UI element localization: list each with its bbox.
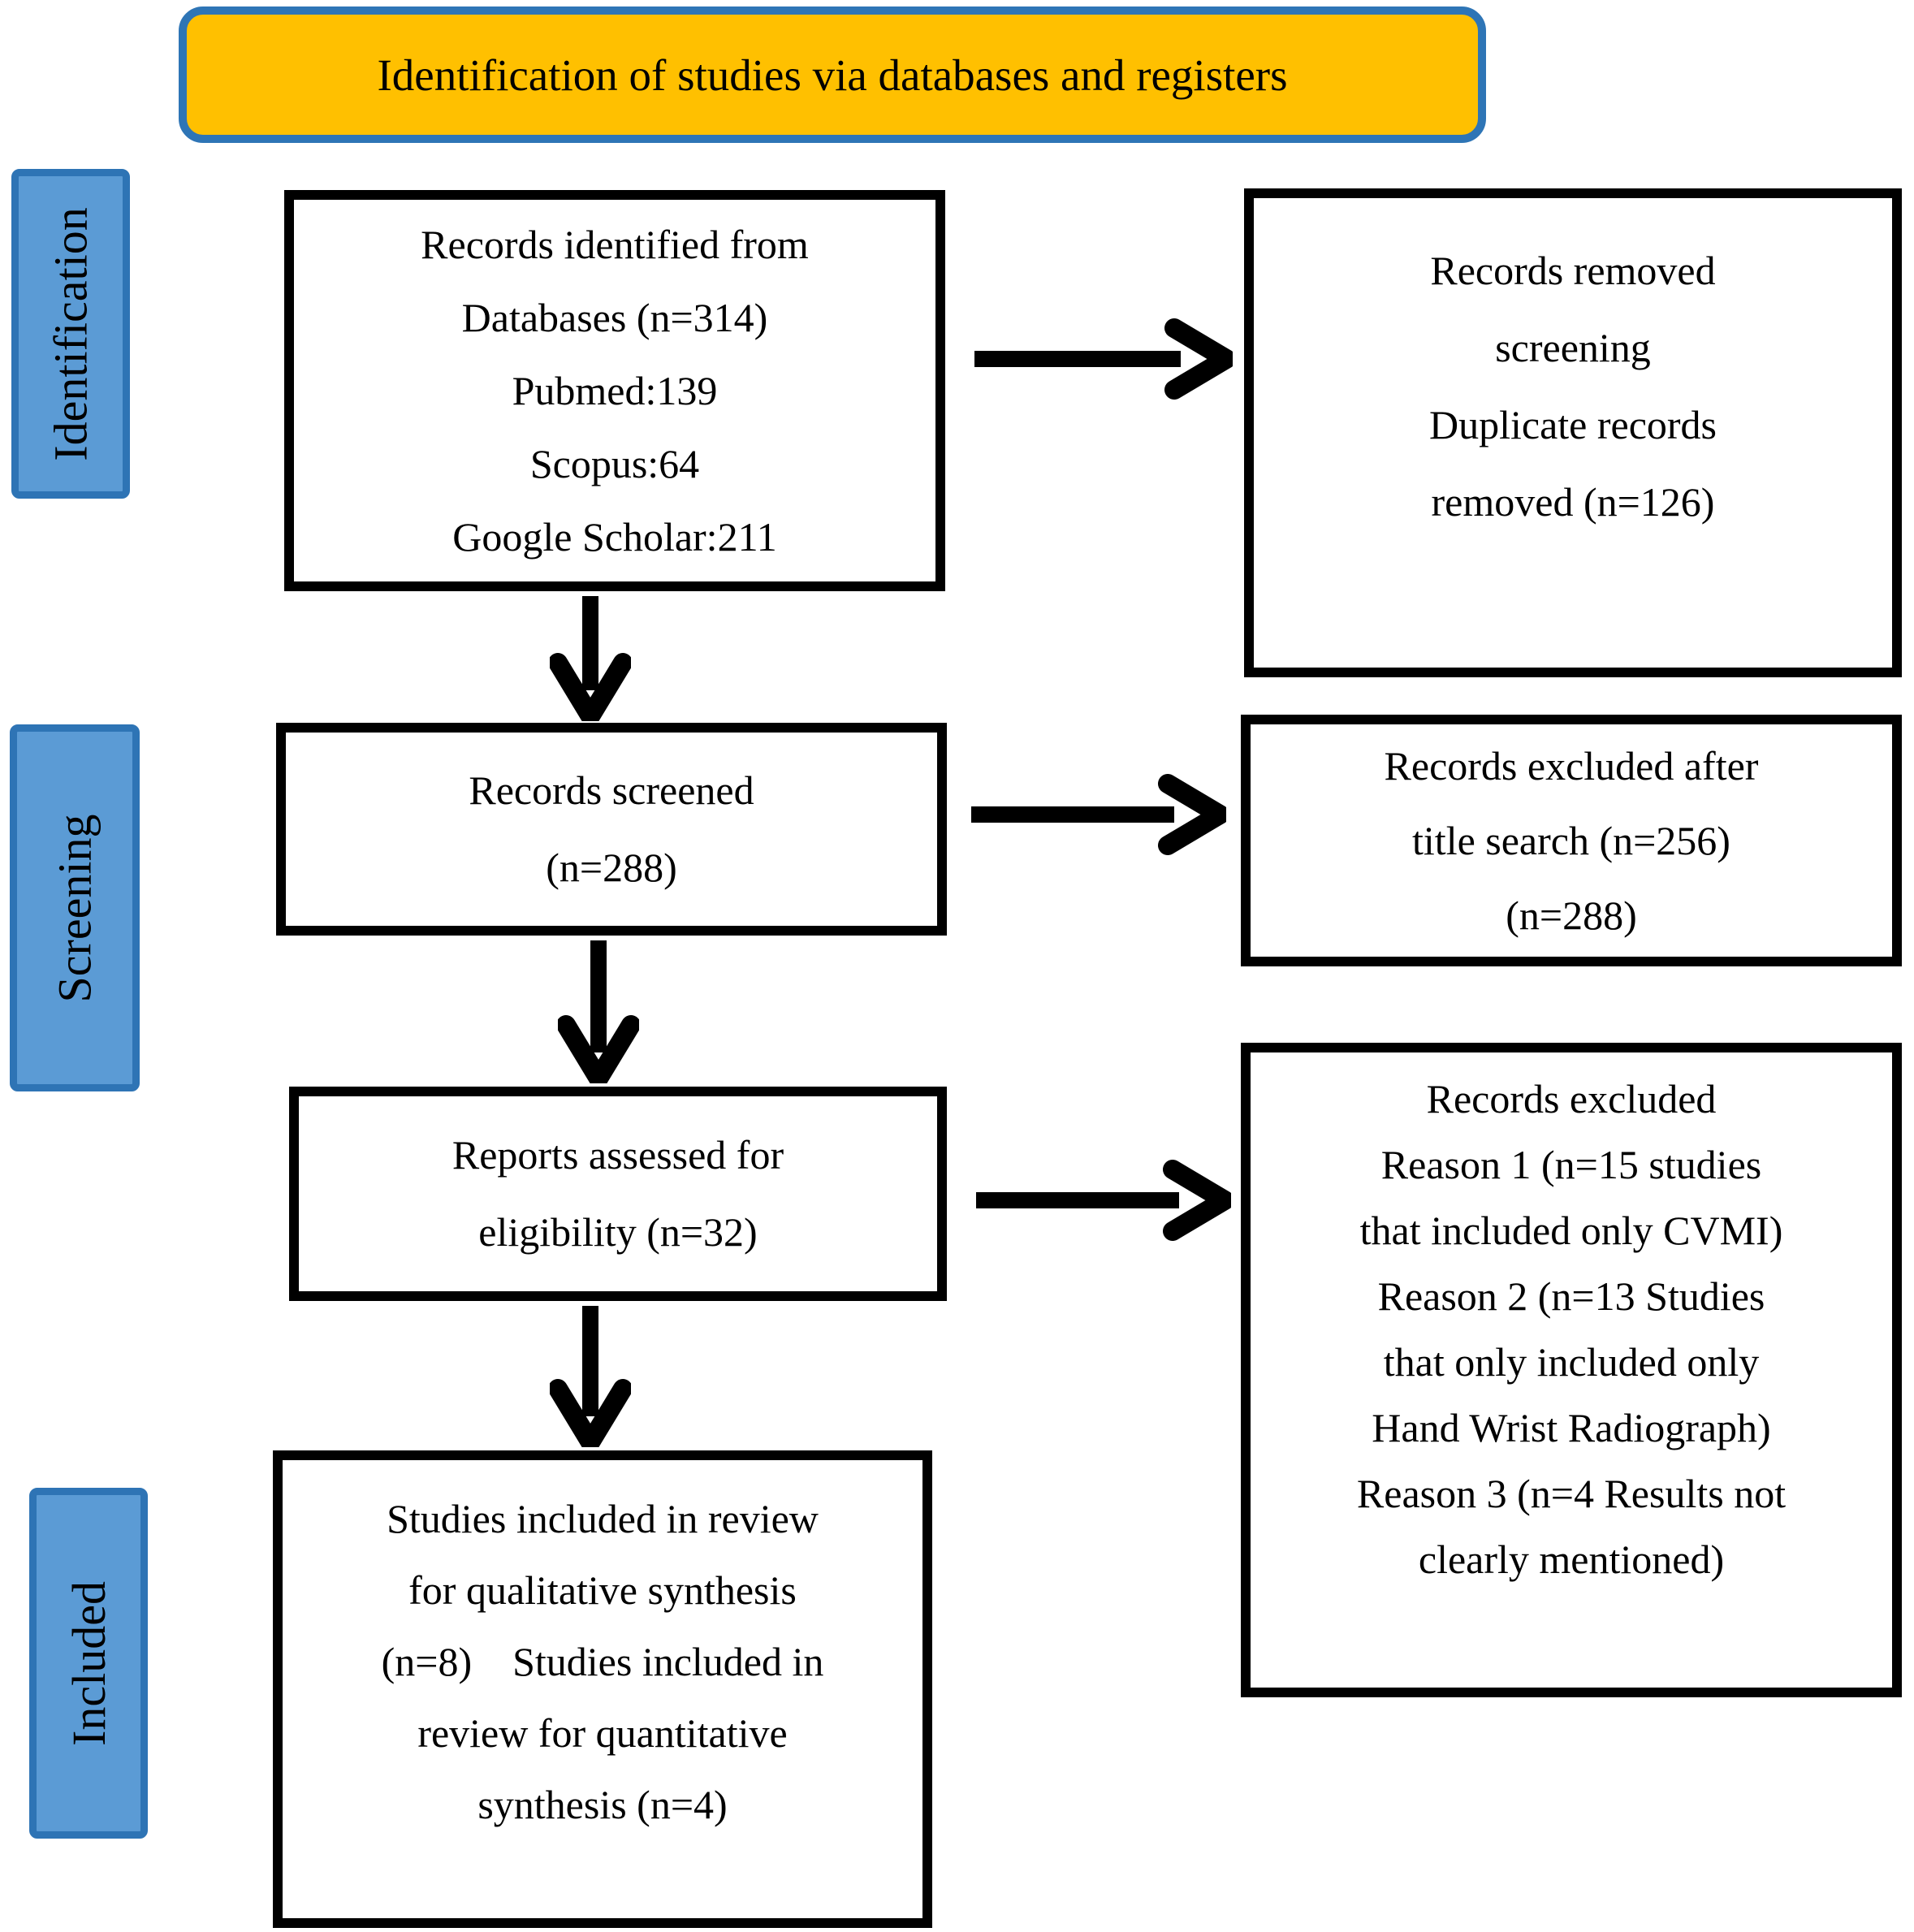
stage-identification: Identification — [11, 169, 130, 499]
box-records-identified: Records identified from Databases (n=314… — [284, 190, 945, 591]
box-records-excluded-reasons: Records excluded Reason 1 (n=15 studies … — [1241, 1043, 1902, 1697]
box-reports-assessed: Reports assessed for eligibility (n=32) — [289, 1087, 947, 1301]
arrow-down-icon — [558, 939, 639, 1083]
arrow-right-icon — [966, 774, 1226, 855]
stage-screening-label: Screening — [48, 814, 102, 1002]
diagram-title: Identification of studies via databases … — [179, 6, 1486, 143]
box-records-excluded-title-search: Records excluded after title search (n=2… — [1241, 715, 1902, 966]
stage-screening: Screening — [10, 724, 140, 1091]
box-studies-included: Studies included in review for qualitati… — [273, 1450, 932, 1928]
box-records-screened: Records screened (n=288) — [276, 723, 947, 936]
stage-included-label: Included — [62, 1580, 115, 1746]
arrow-right-icon — [970, 318, 1233, 400]
box-records-removed: Records removed screening Duplicate reco… — [1244, 188, 1902, 677]
stage-identification-label: Identification — [44, 206, 97, 461]
stage-included: Included — [29, 1488, 148, 1839]
arrow-down-icon — [550, 594, 631, 721]
diagram-title-label: Identification of studies via databases … — [377, 50, 1288, 100]
arrow-down-icon — [550, 1304, 631, 1447]
arrow-right-icon — [971, 1160, 1231, 1241]
